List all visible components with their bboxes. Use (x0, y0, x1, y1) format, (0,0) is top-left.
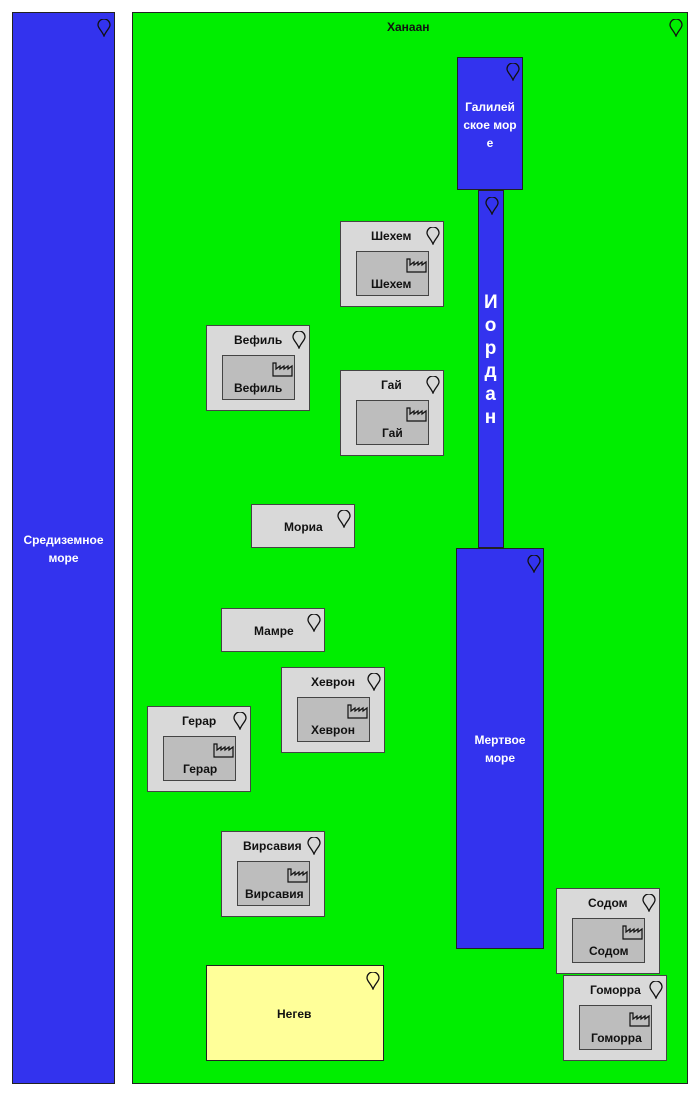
city-inner-box[interactable]: Гай (356, 400, 429, 445)
city-inner-label: Хеврон (311, 723, 355, 737)
jordan-river-label: Иордан (484, 292, 499, 428)
mediterranean-sea-label: Средиземное море (23, 533, 104, 565)
city-label: Гай (381, 378, 402, 392)
city-inner-box[interactable]: Гоморра (579, 1005, 652, 1050)
location-pin-icon (527, 555, 541, 573)
factory-icon (622, 925, 643, 940)
city-label: Вефиль (234, 333, 283, 347)
location-pin-icon (506, 63, 520, 81)
city-inner-box[interactable]: Хеврон (297, 697, 370, 742)
location-pin-icon (669, 19, 683, 37)
mediterranean-sea-region[interactable]: Средиземное море (12, 12, 115, 1084)
city-label: Шехем (371, 229, 412, 243)
city-inner-box[interactable]: Вефиль (222, 355, 295, 400)
sea-of-galilee-region[interactable]: Галилейское море (457, 57, 523, 190)
factory-icon (272, 362, 293, 377)
city-inner-label: Гоморра (591, 1031, 642, 1045)
city-inner-box[interactable]: Герар (163, 736, 236, 781)
location-pin-icon (97, 19, 111, 37)
location-pin-icon (307, 614, 321, 632)
city-label: Содом (588, 896, 628, 910)
factory-icon (287, 868, 308, 883)
city-inner-label: Гай (382, 426, 403, 440)
city-inner-box[interactable]: Шехем (356, 251, 429, 296)
negev-label: Негев (277, 1007, 312, 1021)
location-pin-icon (337, 510, 351, 528)
location-pin-icon (426, 227, 440, 245)
canaan-label: Ханаан (387, 20, 430, 34)
city-inner-label: Содом (589, 944, 629, 958)
location-pin-icon (292, 331, 306, 349)
city-inner-label: Герар (183, 762, 218, 776)
city-label: Мамре (254, 624, 294, 638)
city-inner-box[interactable]: Вирсавия (237, 861, 310, 906)
location-pin-icon (366, 972, 380, 990)
factory-icon (629, 1012, 650, 1027)
location-pin-icon (426, 376, 440, 394)
city-mamre[interactable]: Мамре (221, 608, 325, 652)
city-sodom[interactable]: Содом Содом (556, 888, 660, 974)
city-shechem[interactable]: Шехем Шехем (340, 221, 444, 307)
city-gerar[interactable]: Герар Герар (147, 706, 251, 792)
city-inner-box[interactable]: Содом (572, 918, 645, 963)
city-hebron[interactable]: Хеврон Хеврон (281, 667, 385, 753)
sea-of-galilee-label: Галилейское море (463, 100, 517, 150)
city-inner-label: Шехем (371, 277, 412, 291)
location-pin-icon (649, 981, 663, 999)
location-pin-icon (307, 837, 321, 855)
location-pin-icon (233, 712, 247, 730)
city-bethel[interactable]: Вефиль Вефиль (206, 325, 310, 411)
city-label: Хеврон (311, 675, 355, 689)
city-moriah[interactable]: Мориа (251, 504, 355, 548)
city-inner-label: Вефиль (234, 381, 283, 395)
factory-icon (406, 407, 427, 422)
dead-sea-region[interactable]: Мертвое море (456, 548, 544, 949)
city-label: Гоморра (590, 983, 641, 997)
city-beersheba[interactable]: Вирсавия Вирсавия (221, 831, 325, 917)
city-label: Вирсавия (243, 839, 302, 853)
city-label: Мориа (284, 520, 323, 534)
negev-region[interactable]: Негев (206, 965, 384, 1061)
city-inner-label: Вирсавия (245, 887, 304, 901)
factory-icon (347, 704, 368, 719)
location-pin-icon (367, 673, 381, 691)
factory-icon (213, 743, 234, 758)
city-label: Герар (182, 714, 217, 728)
jordan-river-region[interactable]: Иордан (478, 190, 504, 548)
city-ai[interactable]: Гай Гай (340, 370, 444, 456)
dead-sea-label: Мертвое море (474, 733, 526, 765)
location-pin-icon (485, 197, 499, 215)
city-gomorrah[interactable]: Гоморра Гоморра (563, 975, 667, 1061)
factory-icon (406, 258, 427, 273)
location-pin-icon (642, 894, 656, 912)
